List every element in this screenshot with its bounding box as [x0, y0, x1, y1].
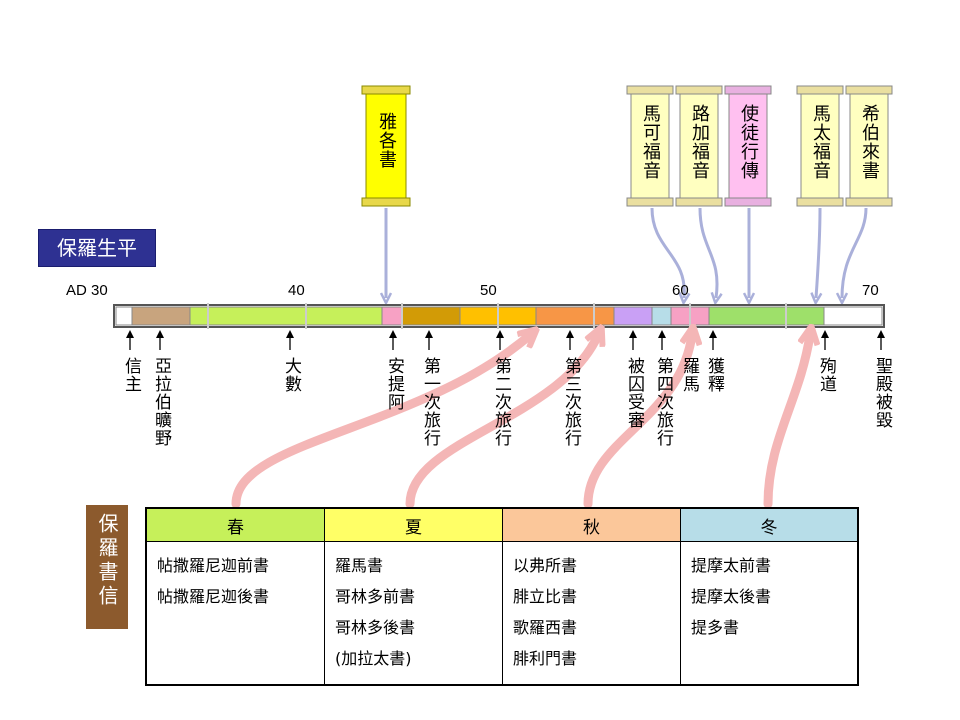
event-label: 獲釋 — [704, 357, 724, 393]
diagram-path — [724, 197, 772, 207]
diagram-path — [626, 197, 674, 207]
event-label: 信主 — [121, 357, 141, 393]
scroll-label-hebrews: 希伯來書 — [859, 104, 880, 180]
segment-antioch — [381, 306, 403, 326]
diagram-path — [845, 197, 893, 207]
diagram-path — [361, 85, 411, 95]
scroll-mark — [626, 85, 674, 207]
book-item: 帖撒羅尼迦前書 — [157, 556, 270, 575]
diagram-path — [405, 335, 598, 509]
axis-tick-50: 50 — [480, 282, 497, 299]
scroll-label-acts: 使徒行傳 — [738, 104, 759, 180]
book-item: 哥林多後書 — [335, 618, 416, 637]
book-item: 歌羅西書 — [513, 618, 578, 637]
diagram-path — [675, 197, 723, 207]
scroll-acts — [724, 85, 772, 207]
diagram-path — [842, 207, 868, 298]
segment-end — [823, 306, 883, 326]
event-label: 殉道 — [816, 357, 836, 393]
diagram-path — [845, 85, 893, 95]
diagram-path — [698, 207, 717, 298]
event-label: 聖殿被毀 — [872, 357, 892, 429]
scroll-hebrews — [845, 85, 893, 207]
diagram-path — [796, 197, 844, 207]
scroll-label-matthew: 馬太福音 — [810, 104, 831, 180]
book-item: 腓利門書 — [513, 649, 578, 668]
segment-release — [708, 306, 825, 326]
book-item: 羅馬書 — [335, 556, 384, 575]
book-item: 腓立比書 — [513, 587, 578, 606]
event-label: 第四次旅行 — [653, 357, 673, 447]
diagram-path — [650, 207, 684, 298]
event-label: 第二次旅行 — [491, 357, 511, 447]
event-label: 大數 — [281, 357, 301, 393]
segment-journey-1 — [401, 306, 461, 326]
scroll-label-mark: 馬可福音 — [640, 104, 661, 180]
diagram-path — [724, 85, 772, 95]
event-label: 安提阿 — [384, 357, 404, 411]
season-header-spring: 春 — [145, 507, 325, 542]
event-label: 第三次旅行 — [561, 357, 581, 447]
book-item: 提摩太前書 — [691, 556, 772, 575]
diagram-path — [361, 197, 411, 207]
diagram-path — [583, 335, 692, 509]
page-title: 保羅生平 — [38, 229, 156, 267]
diagram-path — [675, 85, 723, 95]
segment-journey-3 — [535, 306, 615, 326]
letters-title: 保羅書信 — [86, 505, 128, 629]
season-header-autumn: 秋 — [502, 507, 681, 542]
letters-table: 春 夏 秋 冬 帖撒羅尼迦前書 帖撒羅尼迦後書 羅馬書 哥林多前書 哥林多後書 … — [145, 507, 859, 686]
diagram-path — [231, 335, 530, 509]
season-books-spring: 帖撒羅尼迦前書 帖撒羅尼迦後書 — [145, 541, 325, 686]
scroll-matthew — [796, 85, 844, 207]
event-label: 亞拉伯曠野 — [151, 357, 171, 447]
axis-start-label: AD 30 — [66, 282, 108, 299]
diagram-path — [763, 335, 810, 509]
book-item: 帖撒羅尼迦後書 — [157, 587, 270, 606]
season-books-winter: 提摩太前書 提摩太後書 提多書 — [680, 541, 859, 686]
season-books-summer: 羅馬書 哥林多前書 哥林多後書 (加拉太書) — [324, 541, 503, 686]
season-header-winter: 冬 — [680, 507, 859, 542]
scroll-label-luke: 路加福音 — [689, 104, 710, 180]
scroll-luke — [675, 85, 723, 207]
axis-tick-70: 70 — [862, 282, 879, 299]
timeline-bar — [113, 303, 885, 329]
book-item: 提摩太後書 — [691, 587, 772, 606]
book-item: (加拉太書) — [335, 649, 412, 668]
book-item: 哥林多前書 — [335, 587, 416, 606]
event-label: 羅馬 — [679, 357, 699, 393]
segment-arabia — [131, 306, 191, 326]
diagram-path — [626, 85, 674, 95]
season-header-summer: 夏 — [324, 507, 503, 542]
season-books-autumn: 以弗所書 腓立比書 歌羅西書 腓利門書 — [502, 541, 681, 686]
event-label: 第一次旅行 — [420, 357, 440, 447]
book-item: 提多書 — [691, 618, 740, 637]
axis-tick-60: 60 — [672, 282, 689, 299]
diagram-path — [796, 85, 844, 95]
scroll-james — [361, 85, 411, 207]
axis-tick-40: 40 — [288, 282, 305, 299]
diagram-path — [816, 207, 820, 298]
scroll-label-james: 雅各書 — [376, 112, 397, 169]
segment-conversion — [115, 306, 133, 326]
segment-trial — [613, 306, 653, 326]
segment-tarsus — [189, 306, 383, 326]
segment-journey-4 — [651, 306, 672, 326]
event-label: 被囚受審 — [624, 357, 644, 429]
book-item: 以弗所書 — [513, 556, 578, 575]
